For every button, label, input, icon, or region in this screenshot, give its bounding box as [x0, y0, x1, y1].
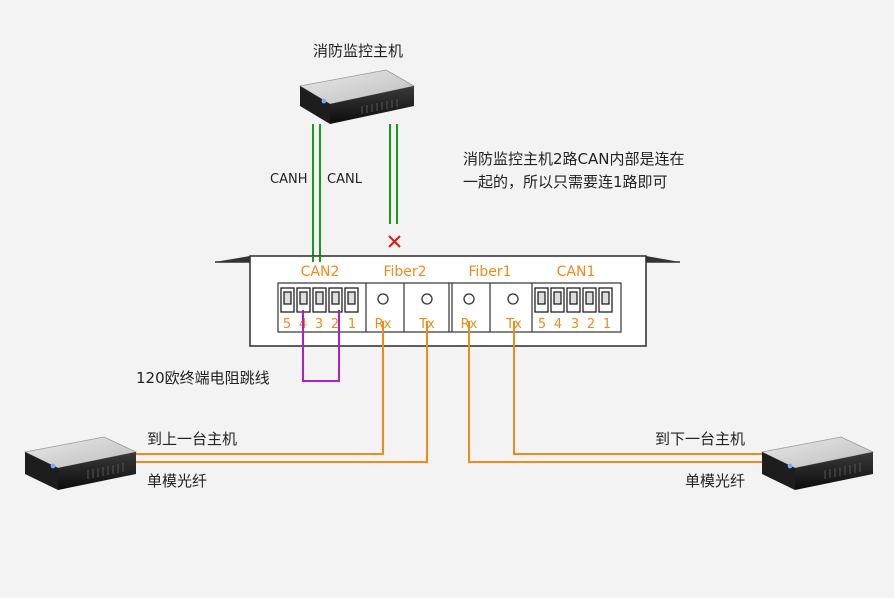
can2-sockets [280, 287, 359, 313]
can2-pin-2: 2 [331, 317, 339, 332]
right-host-device [760, 436, 875, 490]
power-led-icon [321, 98, 327, 104]
group-fiber2-label: Fiber2 [383, 264, 426, 280]
can1-pin-3: 3 [571, 317, 579, 332]
green-wire-ends [312, 256, 321, 262]
group-can2-label: CAN2 [301, 264, 340, 280]
canh-label: CANH [270, 172, 307, 187]
left-host-device [23, 436, 138, 490]
right-host-fiber: 单模光纤 [685, 472, 745, 490]
can2-pin-3: 3 [315, 317, 323, 332]
note-line-2: 一起的，所以只需要连1路即可 [463, 173, 668, 191]
can1-pin-4: 4 [554, 317, 562, 332]
can1-pin-5: 5 [538, 317, 546, 332]
can2-pin-5: 5 [283, 317, 291, 332]
power-led-icon [50, 463, 56, 469]
group-can1-label: CAN1 [557, 264, 596, 280]
group-fiber1-label: Fiber1 [468, 264, 511, 280]
top-host-device [298, 69, 416, 124]
jumper-label: 120欧终端电阻跳线 [136, 369, 270, 387]
not-connected-x-icon [388, 235, 401, 248]
can1-pin-1: 1 [603, 317, 611, 332]
left-host-fiber: 单模光纤 [147, 472, 207, 490]
termination-jumper [302, 310, 340, 382]
fiber-lines [132, 321, 762, 463]
fiber-ports [377, 293, 519, 305]
can2-pin-1: 1 [348, 317, 356, 332]
canl-label: CANL [327, 172, 363, 187]
top-host-title: 消防监控主机 [313, 42, 403, 60]
note-line-1: 消防监控主机2路CAN内部是连在 [463, 150, 685, 168]
can1-pin-2: 2 [587, 317, 595, 332]
can1-sockets [534, 287, 613, 313]
power-led-icon [787, 463, 793, 469]
left-host-dest: 到上一台主机 [147, 430, 237, 448]
right-host-dest: 到下一台主机 [655, 430, 745, 448]
green-can-wires [312, 124, 398, 256]
